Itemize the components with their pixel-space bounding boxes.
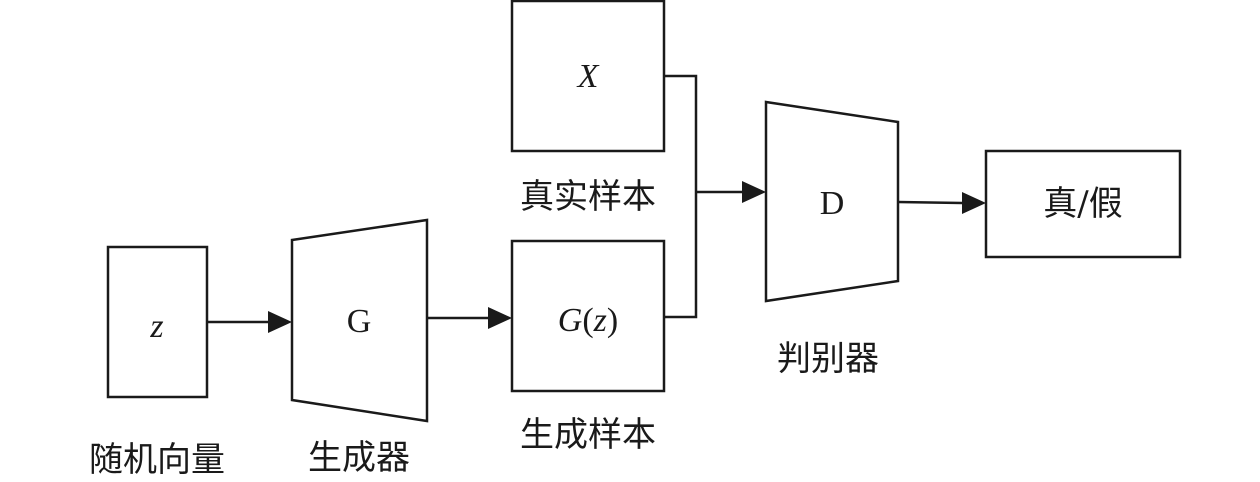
noise-vector-node: z — [106, 245, 209, 399]
output-box — [984, 149, 1182, 259]
output-node: 真/假 — [984, 149, 1182, 259]
real-sample-box — [510, 0, 666, 153]
generator-symbol: G — [347, 303, 372, 340]
generator-node: G — [290, 218, 429, 423]
arrow-discriminator-to-output — [897, 192, 986, 214]
noise-vector-symbol: z — [149, 308, 163, 345]
real-sample-symbol: X — [576, 58, 600, 95]
real-sample-caption: 真实样本 — [520, 177, 656, 217]
discriminator-symbol: D — [820, 185, 845, 222]
generator-caption: 生成器 — [308, 438, 410, 478]
discriminator-caption: 判别器 — [777, 339, 879, 379]
merge-connector — [664, 74, 766, 319]
output-label: 真/假 — [1043, 184, 1122, 224]
generator-shape — [290, 218, 429, 423]
noise-vector-caption: 随机向量 — [89, 440, 225, 480]
noise-vector-box — [106, 245, 209, 399]
fake-sample-symbol: G(z) — [558, 302, 618, 339]
arrow-noise-to-generator — [207, 311, 292, 333]
discriminator-node: D — [764, 100, 900, 303]
fake-sample-node: G(z) — [510, 239, 666, 393]
discriminator-shape — [764, 100, 900, 303]
arrow-generator-to-fake-sample — [427, 307, 512, 329]
real-sample-node: X — [510, 0, 666, 153]
fake-sample-caption: 生成样本 — [520, 415, 656, 455]
